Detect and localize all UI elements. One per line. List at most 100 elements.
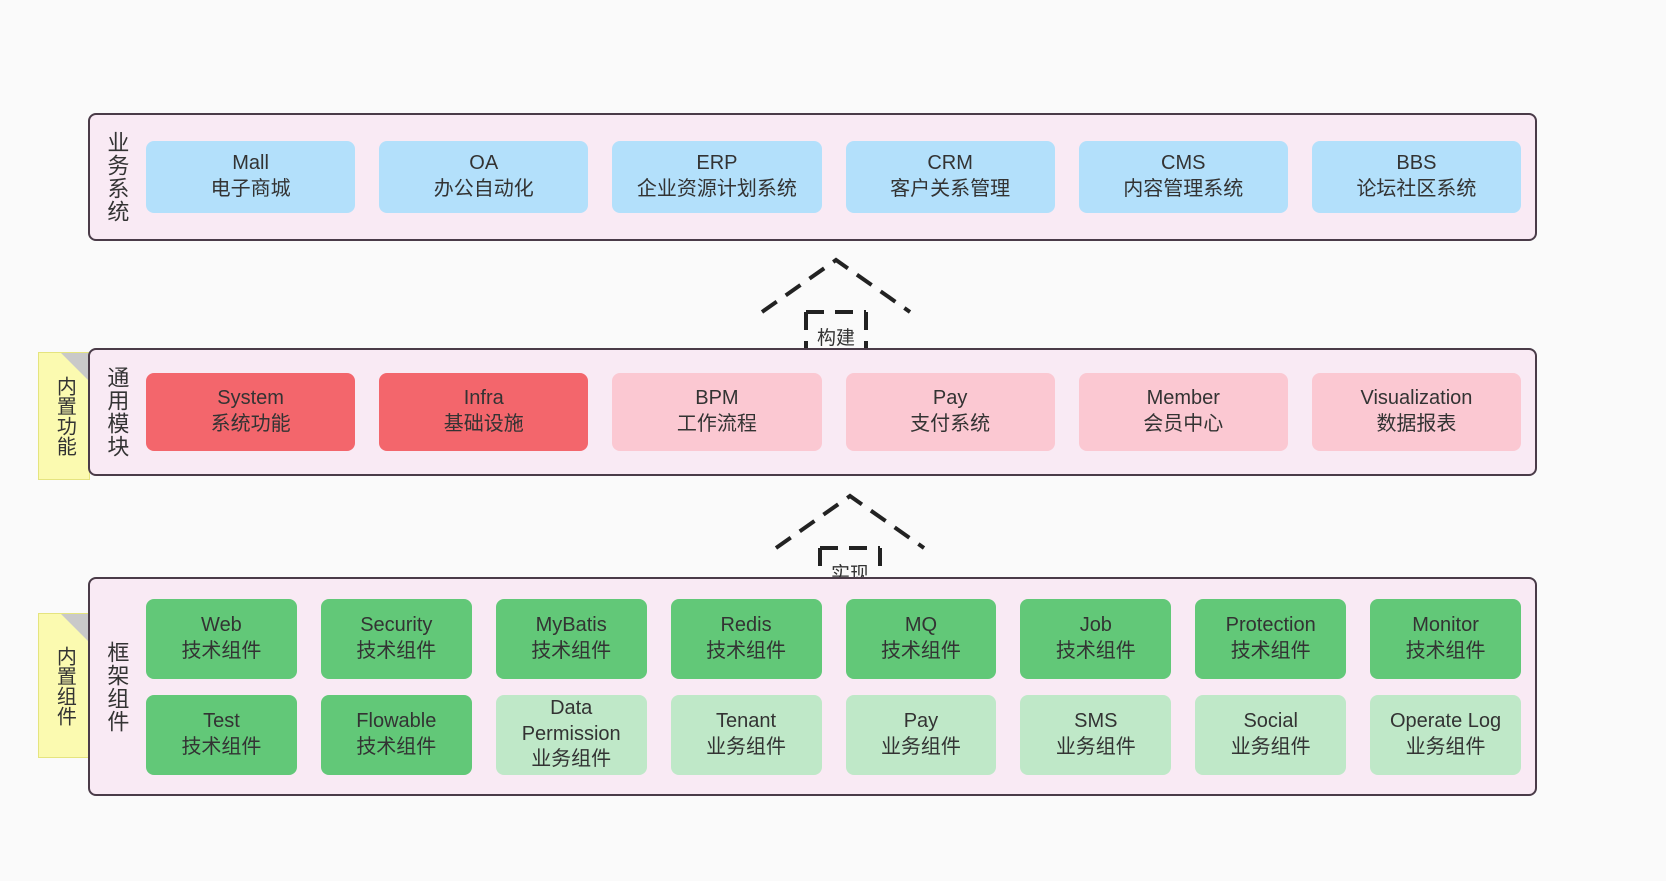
node-subtitle: 数据报表 bbox=[1376, 413, 1457, 435]
node-title: Flowable bbox=[356, 709, 437, 732]
node-title: Tenant bbox=[716, 709, 777, 732]
node-subtitle: 电子商城 bbox=[210, 178, 291, 200]
layer-body-business: Mall 电子商城 OA 办公自动化 ERP 企业资源计划系统 CRM 客户关系… bbox=[142, 115, 1535, 239]
note-text: 内置功能 bbox=[53, 376, 76, 456]
node-subtitle: 技术组件 bbox=[1055, 639, 1136, 662]
node-title: Member bbox=[1146, 387, 1220, 410]
note-builtin-component: 内置组件 bbox=[38, 613, 90, 758]
node-title: BPM bbox=[695, 387, 739, 410]
node-title: System bbox=[217, 387, 284, 410]
node-cms[interactable]: CMS 内容管理系统 bbox=[1078, 141, 1288, 213]
node-subtitle: 技术组件 bbox=[1405, 639, 1486, 662]
node-title: Test bbox=[203, 709, 240, 732]
node-social[interactable]: Social 业务组件 bbox=[1195, 694, 1347, 775]
node-sms[interactable]: SMS 业务组件 bbox=[1020, 694, 1172, 775]
node-subtitle: 技术组件 bbox=[356, 639, 437, 662]
node-title: MyBatis bbox=[535, 613, 607, 636]
node-title: Redis bbox=[720, 613, 772, 636]
layer-row: Test 技术组件 Flowable 技术组件 Data Permission … bbox=[146, 694, 1521, 775]
arrow-build: 构建 bbox=[748, 254, 924, 354]
node-monitor[interactable]: Monitor 技术组件 bbox=[1370, 598, 1521, 679]
node-title: Data Permission bbox=[521, 697, 621, 745]
node-flowable[interactable]: Flowable 技术组件 bbox=[320, 694, 472, 775]
node-subtitle: 办公自动化 bbox=[433, 178, 534, 200]
node-title: Protection bbox=[1225, 613, 1316, 636]
node-infra[interactable]: Infra 基础设施 bbox=[379, 373, 589, 451]
layer-title-business: 业务系统 bbox=[104, 131, 130, 223]
node-subtitle: 系统功能 bbox=[210, 413, 291, 435]
node-operate-log[interactable]: Operate Log 业务组件 bbox=[1370, 694, 1521, 775]
generalization-arrow-icon bbox=[760, 257, 912, 354]
layer-title-framework: 框架组件 bbox=[104, 640, 130, 733]
node-subtitle: 基础设施 bbox=[443, 413, 524, 435]
arrow-implement: 实现 bbox=[762, 490, 938, 590]
node-subtitle: 企业资源计划系统 bbox=[636, 178, 797, 200]
node-oa[interactable]: OA 办公自动化 bbox=[379, 141, 589, 213]
node-subtitle: 技术组件 bbox=[356, 735, 437, 758]
node-title: Monitor bbox=[1412, 613, 1479, 636]
node-tenant[interactable]: Tenant 业务组件 bbox=[670, 694, 822, 775]
node-subtitle: 工作流程 bbox=[676, 413, 757, 435]
layer-body-common: System 系统功能 Infra 基础设施 BPM 工作流程 Pay 支付系统… bbox=[142, 350, 1535, 474]
layer-framework-component: 框架组件 Web 技术组件 Security 技术组件 MyBatis 技术组件… bbox=[88, 577, 1537, 796]
node-job[interactable]: Job 技术组件 bbox=[1020, 598, 1172, 679]
note-builtin-feature: 内置功能 bbox=[38, 352, 90, 480]
node-subtitle: 论坛社区系统 bbox=[1356, 178, 1477, 200]
node-mall[interactable]: Mall 电子商城 bbox=[146, 141, 356, 213]
node-pay-component[interactable]: Pay 业务组件 bbox=[845, 694, 997, 775]
node-protection[interactable]: Protection 技术组件 bbox=[1195, 598, 1347, 679]
layer-title-common: 通用模块 bbox=[104, 366, 130, 458]
node-security[interactable]: Security 技术组件 bbox=[320, 598, 472, 679]
layer-business-system: 业务系统 Mall 电子商城 OA 办公自动化 ERP 企业资源计划系统 CRM… bbox=[88, 113, 1537, 241]
node-mq[interactable]: MQ 技术组件 bbox=[845, 598, 997, 679]
node-visualization[interactable]: Visualization 数据报表 bbox=[1311, 373, 1522, 451]
layer-row: Mall 电子商城 OA 办公自动化 ERP 企业资源计划系统 CRM 客户关系… bbox=[146, 141, 1522, 213]
layer-common-module: 通用模块 System 系统功能 Infra 基础设施 BPM 工作流程 Pay… bbox=[88, 348, 1537, 476]
layer-row: System 系统功能 Infra 基础设施 BPM 工作流程 Pay 支付系统… bbox=[146, 373, 1522, 451]
node-pay[interactable]: Pay 支付系统 bbox=[845, 373, 1055, 451]
node-title: Mall bbox=[232, 152, 269, 175]
node-subtitle: 业务组件 bbox=[531, 748, 612, 771]
node-erp[interactable]: ERP 企业资源计划系统 bbox=[612, 141, 822, 213]
node-subtitle: 客户关系管理 bbox=[890, 178, 1011, 200]
node-title: OA bbox=[469, 152, 499, 175]
layer-row: Web 技术组件 Security 技术组件 MyBatis 技术组件 Redi… bbox=[146, 598, 1521, 679]
node-member[interactable]: Member 会员中心 bbox=[1078, 373, 1288, 451]
node-title: CRM bbox=[927, 152, 973, 175]
node-bpm[interactable]: BPM 工作流程 bbox=[612, 373, 822, 451]
node-bbs[interactable]: BBS 论坛社区系统 bbox=[1311, 141, 1522, 213]
node-mybatis[interactable]: MyBatis 技术组件 bbox=[495, 598, 647, 679]
node-title: Pay bbox=[903, 709, 939, 732]
node-subtitle: 业务组件 bbox=[880, 735, 961, 758]
node-title: Pay bbox=[932, 387, 968, 410]
node-title: BBS bbox=[1396, 152, 1437, 175]
node-data-permission[interactable]: Data Permission 业务组件 bbox=[495, 694, 647, 775]
node-subtitle: 内容管理系统 bbox=[1123, 178, 1244, 200]
node-subtitle: 业务组件 bbox=[1055, 735, 1136, 758]
node-title: Web bbox=[201, 613, 242, 636]
node-crm[interactable]: CRM 客户关系管理 bbox=[845, 141, 1055, 213]
node-title: Visualization bbox=[1360, 387, 1473, 410]
node-subtitle: 会员中心 bbox=[1143, 413, 1224, 435]
node-subtitle: 技术组件 bbox=[531, 639, 612, 662]
node-subtitle: 技术组件 bbox=[181, 639, 262, 662]
node-test[interactable]: Test 技术组件 bbox=[146, 694, 297, 775]
node-title: SMS bbox=[1074, 709, 1118, 732]
node-subtitle: 支付系统 bbox=[910, 413, 991, 435]
node-title: Infra bbox=[463, 387, 504, 410]
node-subtitle: 技术组件 bbox=[1230, 639, 1311, 662]
node-system[interactable]: System 系统功能 bbox=[146, 373, 356, 451]
arrow-label-build: 构建 bbox=[816, 328, 855, 349]
node-subtitle: 业务组件 bbox=[706, 735, 787, 758]
node-title: MQ bbox=[904, 613, 938, 636]
node-subtitle: 技术组件 bbox=[706, 639, 787, 662]
node-title: Social bbox=[1243, 709, 1298, 732]
node-subtitle: 技术组件 bbox=[181, 735, 262, 758]
node-subtitle: 业务组件 bbox=[1230, 735, 1311, 758]
node-title: Job bbox=[1079, 613, 1112, 636]
layer-body-framework: Web 技术组件 Security 技术组件 MyBatis 技术组件 Redi… bbox=[142, 579, 1535, 794]
node-redis[interactable]: Redis 技术组件 bbox=[670, 598, 822, 679]
node-title: Operate Log bbox=[1389, 709, 1502, 732]
node-web[interactable]: Web 技术组件 bbox=[146, 598, 297, 679]
